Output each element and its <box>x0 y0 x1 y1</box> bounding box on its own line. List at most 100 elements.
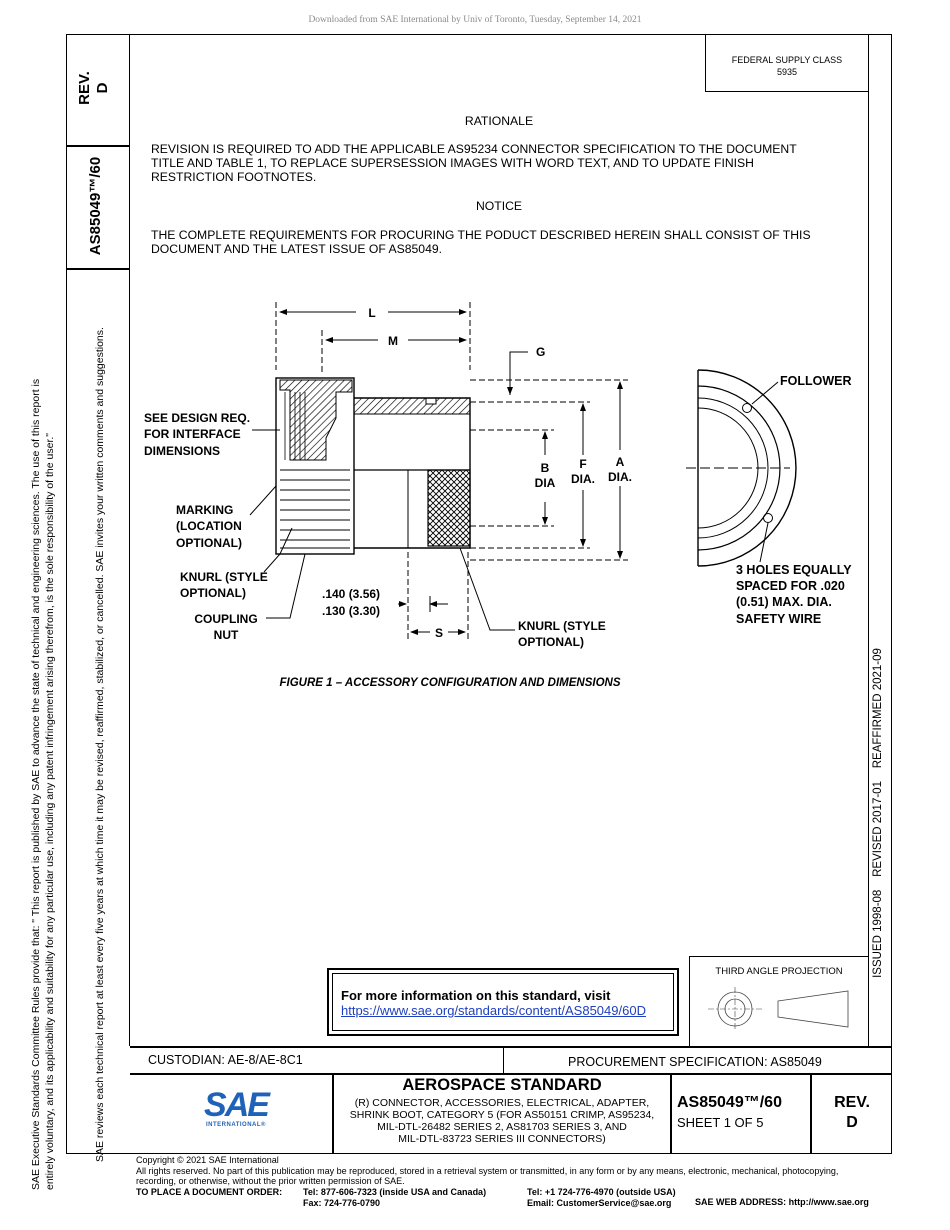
label-holes-2: SPACED FOR .020 <box>736 579 845 593</box>
label-coupling: COUPLING <box>194 612 257 626</box>
title-doc-number: AS85049™/60 <box>677 1094 782 1111</box>
description-line: MIL-DTL-26482 SERIES 2, AS81703 SERIES 3… <box>377 1121 627 1133</box>
federal-supply-label: FEDERAL SUPPLY CLASS <box>731 55 843 65</box>
footer-rights-2: recording, or otherwise, without the pri… <box>136 1176 405 1186</box>
info-box-title: For more information on this standard, v… <box>341 988 611 1003</box>
rationale-body: REVISION IS REQUIRED TO ADD THE APPLICAB… <box>151 142 851 184</box>
label-l: L <box>368 306 375 320</box>
tb-vline-doc <box>670 1073 672 1154</box>
label-marking-1: MARKING <box>176 503 233 517</box>
left-divider-2 <box>66 268 130 270</box>
left-doc-number: AS85049™/60 <box>87 156 104 256</box>
issue-dates: ISSUED 1998-08 REVISED 2017-01 REAFFIRME… <box>872 648 884 978</box>
description-line: SHRINK BOOT, CATEGORY 5 (FOR AS50151 CRI… <box>349 1109 655 1121</box>
sae-logo-text: SAE <box>204 1086 270 1124</box>
notice-line: DOCUMENT AND THE LATEST ISSUE OF AS85049… <box>151 242 443 256</box>
right-column <box>868 34 892 1046</box>
label-b: B <box>541 461 550 475</box>
dim-s <box>398 552 469 640</box>
footer-copyright: Copyright © 2021 SAE International <box>136 1155 279 1165</box>
dim-bfa <box>470 379 628 561</box>
label-marking-3: OPTIONAL) <box>176 536 242 550</box>
standard-type: AEROSPACE STANDARD <box>402 1076 602 1094</box>
label-marking-2: (LOCATION <box>176 519 242 533</box>
side-note-line-2: entirely voluntary, and its applicabilit… <box>43 432 56 1190</box>
custodian: CUSTODIAN: AE-8/AE-8C1 <box>148 1053 303 1067</box>
label-see-1: SEE DESIGN REQ. <box>144 411 250 425</box>
left-rev-label: REV. <box>76 71 93 105</box>
dim-l: L <box>275 302 471 370</box>
notice-body: THE COMPLETE REQUIREMENTS FOR PROCURING … <box>151 228 851 256</box>
rationale-line: TITLE AND TABLE 1, TO REPLACE SUPERSESSI… <box>151 156 754 170</box>
rationale-line: REVISION IS REQUIRED TO ADD THE APPLICAB… <box>151 142 797 156</box>
footer-rights-1: All rights reserved. No part of this pub… <box>136 1165 839 1176</box>
footer-fax: Fax: 724-776-0790 <box>303 1197 381 1208</box>
label-dim-min: .130 (3.30) <box>322 604 380 618</box>
label-holes-1: 3 HOLES EQUALLY <box>736 563 852 577</box>
figure-drawing: L M G <box>144 302 852 649</box>
page-frame <box>66 34 892 1154</box>
dim-g: G <box>507 345 545 395</box>
label-f: F <box>579 457 586 471</box>
projection-symbol <box>708 987 849 1031</box>
label-see-3: DIMENSIONS <box>144 444 220 458</box>
title-rev-label: REV. <box>834 1094 870 1111</box>
sae-logo-sub: INTERNATIONAL® <box>206 1122 266 1128</box>
side-note-column: SAE Executive Standards Committee Rules … <box>30 190 70 1190</box>
label-a: A <box>616 455 625 469</box>
label-see-2: FOR INTERFACE <box>144 427 241 441</box>
notice-heading: NOTICE <box>475 199 523 213</box>
left-column <box>66 34 130 1046</box>
label-follower: FOLLOWER <box>780 374 852 388</box>
rationale-heading: RATIONALE <box>464 114 534 128</box>
label-a-dia: DIA. <box>608 470 632 484</box>
tb-line-top <box>130 1046 892 1048</box>
label-holes-4: SAFETY WIRE <box>736 612 821 626</box>
label-knurl-2a: KNURL (STYLE <box>518 619 606 633</box>
description-line: (R) CONNECTOR, ACCESSORIES, ELECTRICAL, … <box>354 1097 650 1109</box>
leaders <box>249 429 515 631</box>
label-knurl-2b: OPTIONAL) <box>518 635 584 649</box>
info-box: For more information on this standard, v… <box>327 968 679 1036</box>
sheet-number: SHEET 1 OF 5 <box>677 1115 764 1130</box>
label-dim-max: .140 (3.56) <box>322 587 380 601</box>
third-angle-projection: THIRD ANGLE PROJECTION <box>689 956 868 1046</box>
third-angle-label: THIRD ANGLE PROJECTION <box>715 966 843 977</box>
footer-contact-block: Tel: +1 724-776-4970 (outside USA) Email… <box>527 1187 676 1208</box>
label-s: S <box>435 626 443 640</box>
notice-line: THE COMPLETE REQUIREMENTS FOR PROCURING … <box>151 228 811 242</box>
tb-vline-rev <box>810 1073 812 1154</box>
footer-tel-usa: Tel: 877-606-7323 (inside USA and Canada… <box>303 1187 487 1197</box>
footer-tel-outside: Tel: +1 724-776-4970 (outside USA) <box>527 1187 676 1197</box>
title-rev-value: D <box>846 1114 858 1131</box>
footer-web[interactable]: SAE WEB ADDRESS: http://www.sae.org <box>695 1197 869 1207</box>
footer-email[interactable]: Email: CustomerService@sae.org <box>527 1197 672 1208</box>
dim-m: M <box>321 330 467 375</box>
document-description: (R) CONNECTOR, ACCESSORIES, ELECTRICAL, … <box>334 1097 670 1145</box>
title-rev: REV. D <box>812 1093 892 1133</box>
end-view <box>686 369 797 567</box>
footer-order-label: TO PLACE A DOCUMENT ORDER: <box>136 1187 283 1197</box>
download-note: Downloaded from SAE International by Uni… <box>308 15 642 25</box>
label-knurl-1a: KNURL (STYLE <box>180 570 268 584</box>
connector-body <box>275 377 471 555</box>
standard-link[interactable]: https://www.sae.org/standards/content/AS… <box>341 1003 646 1018</box>
left-rev-value: D <box>94 82 111 94</box>
label-knurl-1b: OPTIONAL) <box>180 586 246 600</box>
label-f-dia: DIA. <box>571 472 595 486</box>
label-b-dia: DIA <box>535 476 556 490</box>
label-nut: NUT <box>214 628 239 642</box>
footer-phone-block: Tel: 877-606-7323 (inside USA and Canada… <box>303 1187 486 1208</box>
left-rev-block: REV. D <box>76 38 120 138</box>
federal-supply-class: FEDERAL SUPPLY CLASS 5935 <box>705 34 868 92</box>
side-note-line-1: SAE Executive Standards Committee Rules … <box>30 378 42 1190</box>
label-m: M <box>388 334 398 348</box>
footer: Copyright © 2021 SAE International All r… <box>136 1155 896 1187</box>
label-holes-3: (0.51) MAX. DIA. <box>736 595 832 609</box>
figure-caption: FIGURE 1 – ACCESSORY CONFIGURATION AND D… <box>279 677 621 689</box>
description-line: MIL-DTL-83723 SERIES III CONNECTORS) <box>398 1133 606 1145</box>
label-g: G <box>536 345 545 359</box>
rationale-line: RESTRICTION FOOTNOTES. <box>151 170 317 184</box>
sae-logo: SAE INTERNATIONAL® <box>196 1088 276 1136</box>
tb-line-mid <box>130 1073 892 1075</box>
